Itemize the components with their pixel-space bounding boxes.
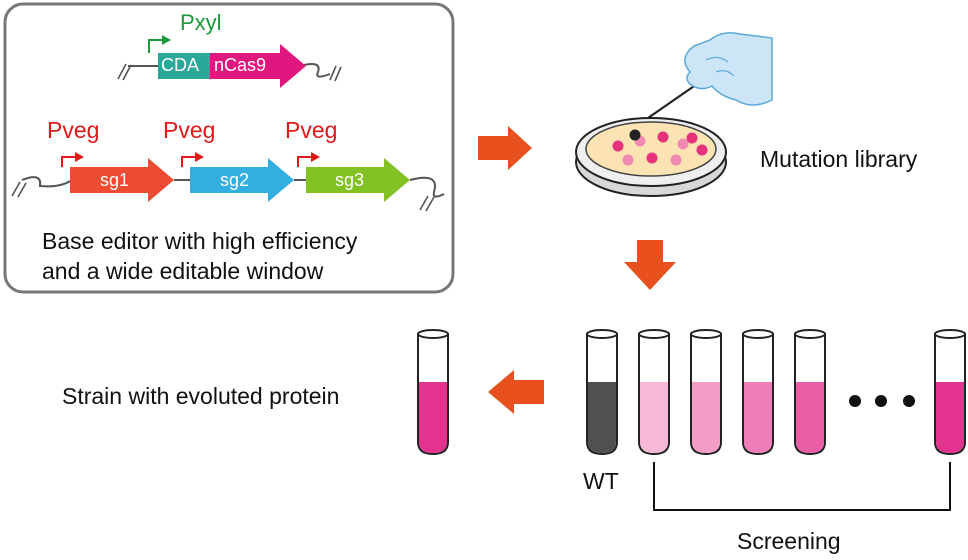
editor-caption-line2: and a wide editable window <box>42 258 324 284</box>
pxyl-promoter-arrow <box>148 39 163 53</box>
result-tube-liquid <box>419 382 447 453</box>
dna-break-right-guides <box>419 195 435 212</box>
pveg-promoter-arrow-3 <box>297 156 312 167</box>
flow-arrow-right <box>478 126 532 170</box>
wt-tube-rim <box>586 329 618 339</box>
pxyl-promoter-label: Pxyl <box>180 10 222 35</box>
screen-tube-4-rim <box>794 329 826 339</box>
sg1-label: sg1 <box>100 170 130 190</box>
dna-line-right-guides <box>409 176 445 198</box>
dna-line-right-top <box>299 63 331 78</box>
pveg-promoter-arrowhead-2 <box>195 152 204 162</box>
colony-4 <box>677 138 689 150</box>
dna-break-left-guides <box>11 181 27 198</box>
screen-tube-4-liquid <box>796 382 824 453</box>
colony-3 <box>657 131 669 143</box>
ellipsis-dot-3 <box>903 395 915 407</box>
pxyl-promoter-arrowhead <box>162 35 171 45</box>
pveg-promoter-arrowhead-1 <box>75 152 84 162</box>
pveg-promoter-arrow-1 <box>61 156 76 167</box>
picking-toothpick <box>647 81 701 119</box>
dna-line-left-guides <box>21 176 73 188</box>
pveg-label-2: Pveg <box>163 117 216 143</box>
screen-tube-2-liquid <box>692 382 720 453</box>
editor-box <box>3 2 455 294</box>
colony-1 <box>612 140 624 152</box>
pveg-promoter-arrowhead-3 <box>311 152 320 162</box>
cda-block <box>158 53 210 79</box>
pveg-label-3: Pveg <box>285 117 338 143</box>
screen-tube-5-liquid <box>936 382 964 453</box>
sg3-arrow <box>306 158 410 202</box>
screen-tube-2-rim <box>690 329 722 339</box>
colony-5 <box>696 144 708 156</box>
dna-break-left-top <box>117 63 132 81</box>
flow-arrow-down <box>624 240 676 290</box>
ellipsis-dot-1 <box>849 395 861 407</box>
sg1-arrow <box>70 158 174 202</box>
screen-tube-5-rim <box>934 329 966 339</box>
screen-tube-3-rim <box>742 329 774 339</box>
cda-label: CDA <box>161 55 200 75</box>
flow-arrow-left <box>488 370 544 414</box>
result-tube-rim <box>417 329 449 339</box>
wt-tube-liquid <box>588 382 616 453</box>
pveg-label-1: Pveg <box>47 117 100 143</box>
screen-tube-1-rim <box>638 329 670 339</box>
wt-label: WT <box>583 468 619 494</box>
ellipsis-dot-2 <box>875 395 887 407</box>
sg3-label: sg3 <box>335 170 365 190</box>
strain-label: Strain with evoluted protein <box>62 383 340 409</box>
screening-label: Screening <box>737 528 841 554</box>
dish-agar <box>585 121 717 177</box>
screen-tube-1-liquid <box>640 382 668 453</box>
colony-6 <box>622 154 634 166</box>
ncas9-arrow <box>210 44 306 88</box>
screening-bracket <box>653 462 951 511</box>
colony-7 <box>646 152 658 164</box>
dna-break-right-top <box>329 65 342 82</box>
mutation-library-label: Mutation library <box>760 146 918 172</box>
gloved-hand <box>684 32 773 106</box>
picked-colony <box>629 129 641 141</box>
colony-8 <box>670 154 682 166</box>
sg2-arrow <box>190 158 294 202</box>
sg2-label: sg2 <box>220 170 250 190</box>
glove-fingers <box>705 56 735 77</box>
editor-caption-line1: Base editor with high efficiency <box>42 228 358 254</box>
colony-9 <box>686 132 698 144</box>
screen-tube-3-liquid <box>744 382 772 453</box>
pveg-promoter-arrow-2 <box>181 156 196 167</box>
ncas9-label: nCas9 <box>214 55 267 75</box>
